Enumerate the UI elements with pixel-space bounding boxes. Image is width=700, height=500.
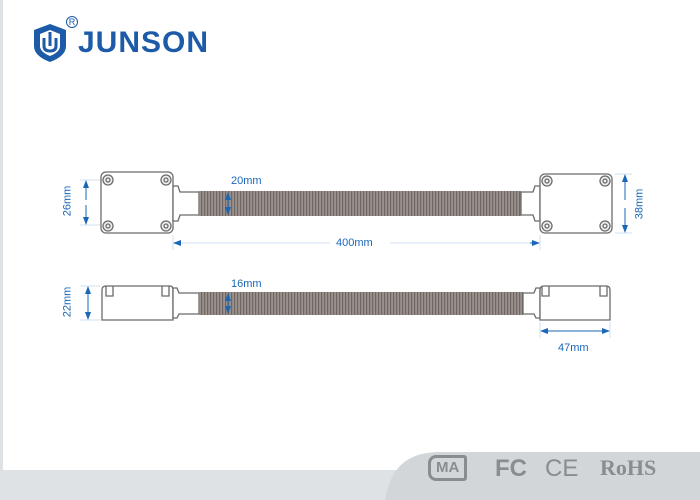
cert-ma: MA bbox=[428, 455, 468, 481]
top-view bbox=[100, 171, 613, 234]
dim-length: 400mm bbox=[336, 237, 373, 249]
page-area bbox=[3, 0, 700, 470]
dim-hose-diameter-side: 16mm bbox=[231, 278, 262, 290]
dim-side-height: 22mm bbox=[61, 286, 74, 318]
top-dimensions bbox=[80, 173, 632, 250]
dim-block-width: 47mm bbox=[558, 342, 589, 354]
side-dimensions bbox=[80, 285, 611, 338]
side-view bbox=[101, 285, 611, 321]
cert-rohs: RoHS bbox=[600, 455, 657, 480]
dim-hose-diameter-top: 20mm bbox=[231, 175, 262, 187]
cert-fc: FC bbox=[495, 455, 527, 482]
cert-band bbox=[385, 452, 700, 500]
dim-left-height: 26mm bbox=[61, 185, 74, 217]
dim-right-height: 38mm bbox=[633, 188, 646, 220]
shield-logo-icon bbox=[34, 24, 66, 62]
registered-mark: R bbox=[66, 16, 78, 28]
cert-ce: CE bbox=[545, 455, 579, 482]
brand-name: JUNSON bbox=[78, 26, 210, 59]
